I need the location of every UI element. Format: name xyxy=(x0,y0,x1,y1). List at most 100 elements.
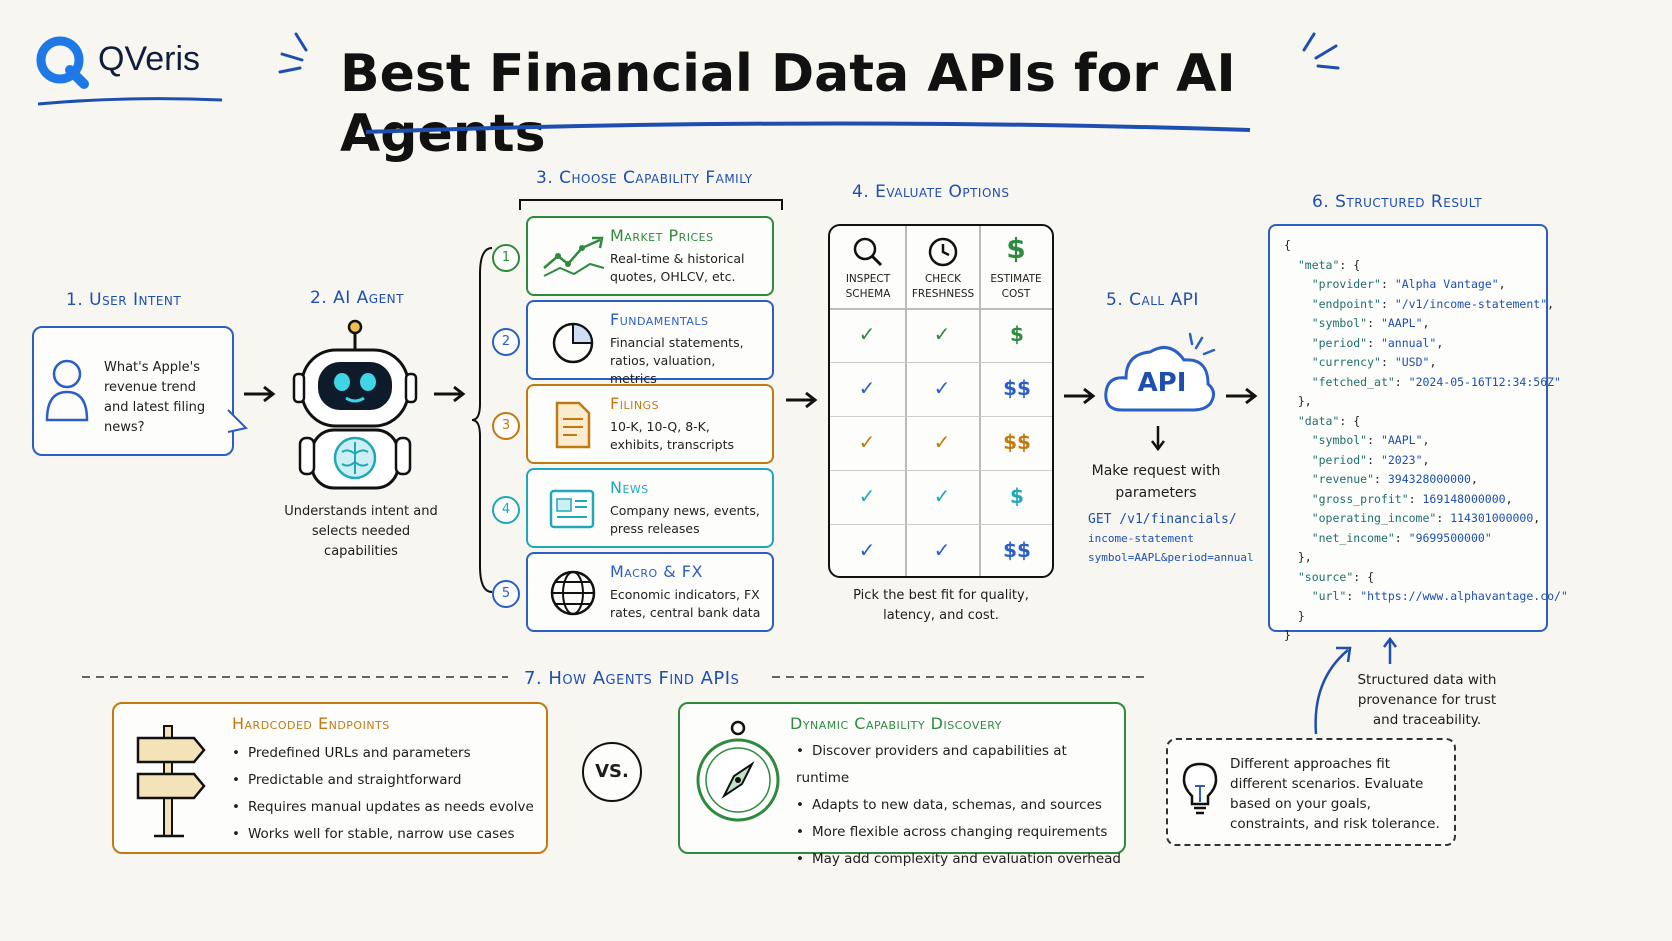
capability-description: Financial statements, ratios, valuation,… xyxy=(610,335,744,386)
cost-cell: $$ xyxy=(1003,430,1031,454)
hardcoded-list: Predefined URLs and parametersPredictabl… xyxy=(232,740,534,848)
user-icon xyxy=(45,359,89,422)
arrow-up-icon xyxy=(1383,636,1397,664)
document-icon xyxy=(538,398,608,452)
step3-brace xyxy=(471,247,493,593)
step6-heading: 6. Structured Result xyxy=(1312,192,1483,212)
cost-cell: $$ xyxy=(1003,376,1031,400)
col-estimate-cost: Estimate Cost xyxy=(990,273,1042,300)
json-result: { "meta": { "provider": "Alpha Vantage",… xyxy=(1284,238,1568,642)
user-question: What's Apple's revenue trend and latest … xyxy=(104,360,206,435)
globe-icon xyxy=(538,566,608,620)
spark-left-icon xyxy=(278,32,308,74)
step3-bracket xyxy=(519,199,783,210)
arrow-right-icon xyxy=(1064,387,1096,405)
hardcoded-endpoints-card: Hardcoded Endpoints Predefined URLs and … xyxy=(112,702,548,854)
check-cell: ✓ xyxy=(933,376,951,400)
check-cell: ✓ xyxy=(933,484,951,508)
curved-arrow-icon xyxy=(1314,646,1352,735)
title-underline xyxy=(365,121,1251,134)
check-cell: ✓ xyxy=(858,538,876,562)
check-cell: ✓ xyxy=(933,538,951,562)
signpost-icon xyxy=(136,725,206,838)
capability-title: Filings xyxy=(610,394,660,413)
capability-description: Company news, events, press releases xyxy=(610,503,760,536)
arrow-right-icon xyxy=(434,385,466,403)
arrow-right-icon xyxy=(1226,387,1258,405)
dynamic-title: Dynamic Capability Discovery xyxy=(790,714,1002,733)
robot-icon xyxy=(292,319,418,490)
check-cell: ✓ xyxy=(933,322,951,346)
agent-caption: Understands intent and selects needed ca… xyxy=(284,504,438,559)
check-cell: ✓ xyxy=(858,430,876,454)
page-title: Best Financial Data APIs for AI Agents xyxy=(340,44,1236,164)
capability-card[interactable]: Macro & FX Economic indicators, FX rates,… xyxy=(526,552,774,632)
cost-cell: $$ xyxy=(1003,538,1031,562)
dashed-divider-left xyxy=(82,676,508,678)
capability-description: Real-time & historical quotes, OHLCV, et… xyxy=(610,251,745,284)
step1-heading: 1. User Intent xyxy=(66,290,182,310)
api-cloud-label: API xyxy=(1137,368,1187,398)
request-line-2: income-statement xyxy=(1088,532,1194,545)
dollar-icon: $ xyxy=(1006,232,1026,265)
dashed-divider-right xyxy=(772,676,1148,678)
compass-icon xyxy=(696,720,780,822)
result-caption: Structured data with provenance for trus… xyxy=(1357,672,1497,728)
check-cell: ✓ xyxy=(858,484,876,508)
stock-chart-icon xyxy=(538,230,608,284)
capability-title: Fundamentals xyxy=(610,310,709,329)
capability-description: 10-K, 10-Q, 8-K, exhibits, transcripts xyxy=(610,419,734,452)
vs-badge: VS. xyxy=(582,742,642,802)
capability-number: 5 xyxy=(492,580,520,608)
list-item: Predictable and straightforward xyxy=(232,767,534,794)
step7-heading: 7. How Agents Find APIs xyxy=(524,668,740,689)
col-inspect-schema: Inspect Schema xyxy=(845,273,891,300)
capability-number: 4 xyxy=(492,496,520,524)
check-cell: ✓ xyxy=(858,376,876,400)
api-request: GET /v1/financials/ income-statement sym… xyxy=(1088,510,1258,567)
dynamic-discovery-card: Dynamic Capability Discovery Discover pr… xyxy=(678,702,1126,867)
step4-heading: 4. Evaluate Options xyxy=(852,182,1010,202)
evaluation-table: $ Inspect Schema Check Freshness Estimat… xyxy=(828,224,1054,578)
list-item: Works well for stable, narrow use cases xyxy=(232,821,534,848)
list-item: Discover providers and capabilities at r… xyxy=(796,738,1124,792)
hardcoded-title: Hardcoded Endpoints xyxy=(232,714,390,733)
arrow-down-icon xyxy=(1151,426,1165,452)
arrow-right-icon xyxy=(244,385,276,403)
check-cell: ✓ xyxy=(858,322,876,346)
pie-chart-icon xyxy=(538,314,608,368)
col-check-freshness: Check Freshness xyxy=(911,273,975,300)
tip-text: Different approaches fit different scena… xyxy=(1230,756,1440,832)
capability-description: Economic indicators, FX rates, central b… xyxy=(610,587,761,620)
magnifier-icon xyxy=(853,237,883,267)
step3-heading: 3. Choose Capability Family xyxy=(536,168,753,188)
api-cloud-icon xyxy=(1104,332,1216,412)
cost-cell: $ xyxy=(1010,484,1024,508)
list-item: May add complexity and evaluation overhe… xyxy=(796,846,1124,873)
evaluate-caption: Pick the best fit for quality, latency, … xyxy=(853,588,1029,623)
tip-card: Different approaches fit different scena… xyxy=(1166,738,1456,846)
capability-title: News xyxy=(610,478,649,497)
capability-title: Macro & FX xyxy=(610,562,703,581)
newspaper-icon xyxy=(538,482,608,536)
list-item: Requires manual updates as needs evolve xyxy=(232,794,534,821)
cost-cell: $ xyxy=(1010,322,1024,346)
step5-heading: 5. Call API xyxy=(1106,290,1199,310)
capability-title: Market Prices xyxy=(610,226,714,245)
step2-heading: 2. AI Agent xyxy=(310,288,404,308)
list-item: Adapts to new data, schemas, and sources xyxy=(796,792,1124,819)
capability-card[interactable]: Filings 10-K, 10-Q, 8-K, exhibits, transc… xyxy=(526,384,774,464)
spark-right-icon xyxy=(1302,32,1340,70)
brand-logo: QVeris xyxy=(34,34,234,106)
qveris-logo-icon xyxy=(36,36,89,89)
arrow-right-icon xyxy=(786,391,818,409)
call-api-caption: Make request with parameters xyxy=(1091,463,1221,501)
json-result-panel: { "meta": { "provider": "Alpha Vantage",… xyxy=(1268,224,1568,642)
capability-number: 3 xyxy=(492,412,520,440)
bubble-tail xyxy=(227,409,248,433)
dynamic-list: Discover providers and capabilities at r… xyxy=(796,738,1124,873)
lightbulb-icon xyxy=(1182,762,1218,815)
